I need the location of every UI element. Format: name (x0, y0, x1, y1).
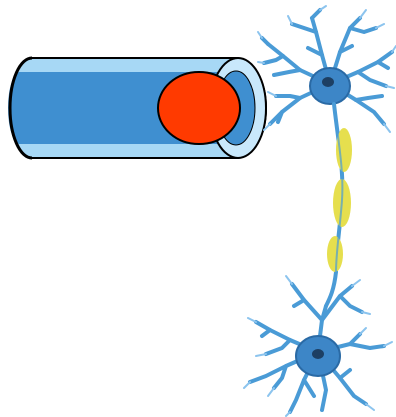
lower-neuron (244, 276, 392, 416)
upper-dendrites (262, 10, 392, 124)
myelin-segment-3 (327, 236, 343, 272)
upper-nucleus (322, 77, 334, 87)
lower-nucleus (312, 349, 324, 359)
upper-neuron (258, 6, 396, 132)
red-core (158, 72, 240, 144)
